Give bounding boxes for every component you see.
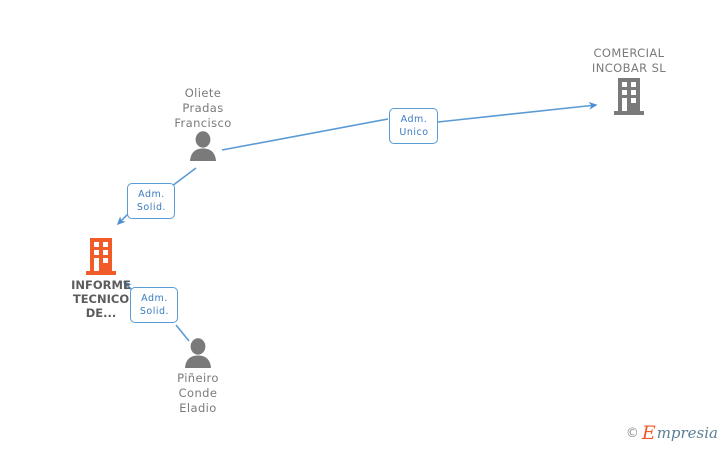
node-person-oliete[interactable]: Oliete Pradas Francisco xyxy=(154,86,252,161)
node-label-person-oliete: Oliete Pradas Francisco xyxy=(174,86,232,130)
copyright-symbol: © xyxy=(625,426,639,441)
watermark-empresia: © E mpresia xyxy=(625,422,718,444)
brand-initial: E xyxy=(641,422,656,444)
node-person-pineiro[interactable]: Piñeiro Conde Eladio xyxy=(150,338,246,416)
brand-name: mpresia xyxy=(656,424,718,442)
person-icon xyxy=(154,131,252,161)
edge-label-adm-solid-lower[interactable]: Adm. Solid. xyxy=(130,287,178,323)
node-company-informe-tecnico[interactable]: INFORME TECNICO DE... xyxy=(57,236,145,320)
node-label-company-comercial-incobar: COMERCIAL INCOBAR SL xyxy=(591,46,667,75)
building-icon xyxy=(569,76,689,116)
node-company-comercial-incobar[interactable]: COMERCIAL INCOBAR SL xyxy=(569,46,689,116)
edge-label-adm-solid-upper[interactable]: Adm. Solid. xyxy=(127,183,175,219)
edge-oliete-to-incobar xyxy=(221,101,598,151)
node-label-person-pineiro: Piñeiro Conde Eladio xyxy=(177,371,219,415)
building-icon xyxy=(57,236,145,276)
node-label-company-informe-tecnico: INFORME TECNICO DE... xyxy=(71,278,131,320)
person-icon xyxy=(150,338,246,368)
edge-label-adm-unico[interactable]: Adm. Unico xyxy=(389,108,438,144)
